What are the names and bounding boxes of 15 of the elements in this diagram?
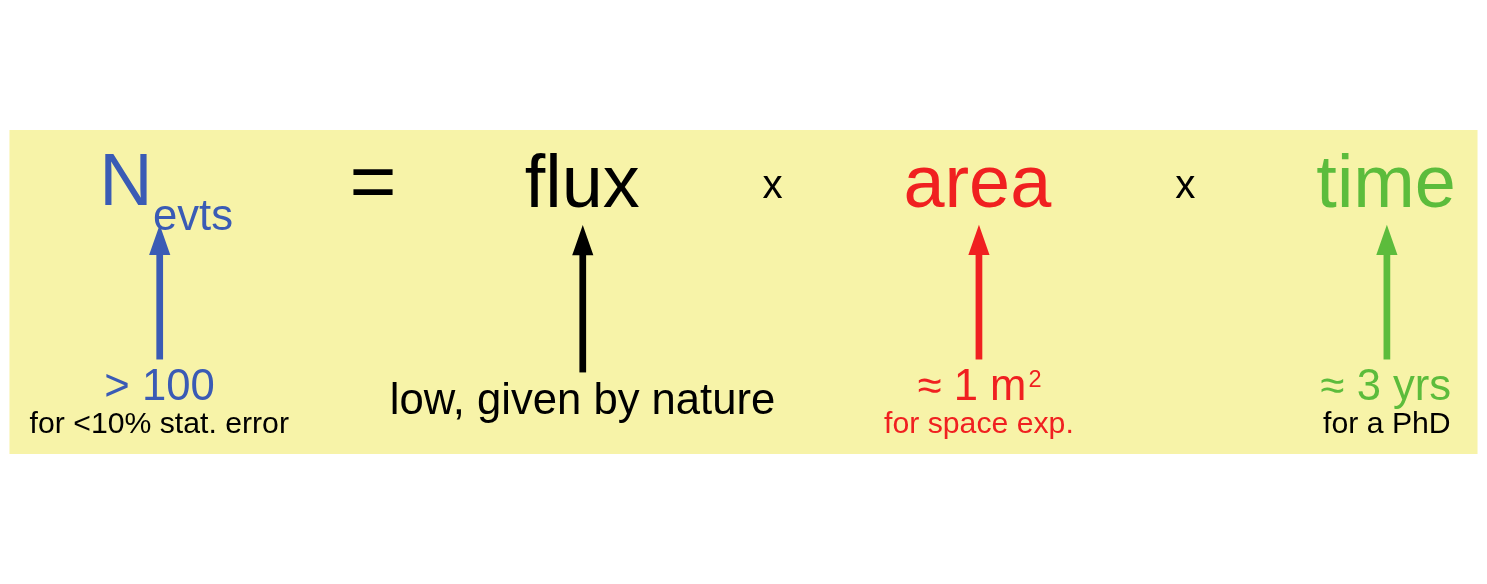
arrow — [572, 225, 594, 373]
node-text: area — [903, 139, 1052, 223]
label: = — [349, 134, 397, 225]
label: x — [1175, 162, 1196, 208]
node-text: time — [1316, 139, 1456, 223]
arrow — [149, 224, 171, 360]
label: x — [762, 162, 783, 208]
node-text: > 100 for <10% stat. error — [29, 359, 289, 439]
node-text: ≈ 3 yrs for a PhD — [1320, 359, 1452, 439]
node-text: ≈ 1 m$^{2}$ for space exp. — [884, 359, 1074, 439]
node-text: N$_{evts}$ — [99, 138, 234, 239]
arrow — [1376, 224, 1398, 360]
arrow — [968, 224, 990, 360]
node-text: flux — [524, 139, 640, 223]
node-text: low, given by nature — [389, 374, 776, 424]
